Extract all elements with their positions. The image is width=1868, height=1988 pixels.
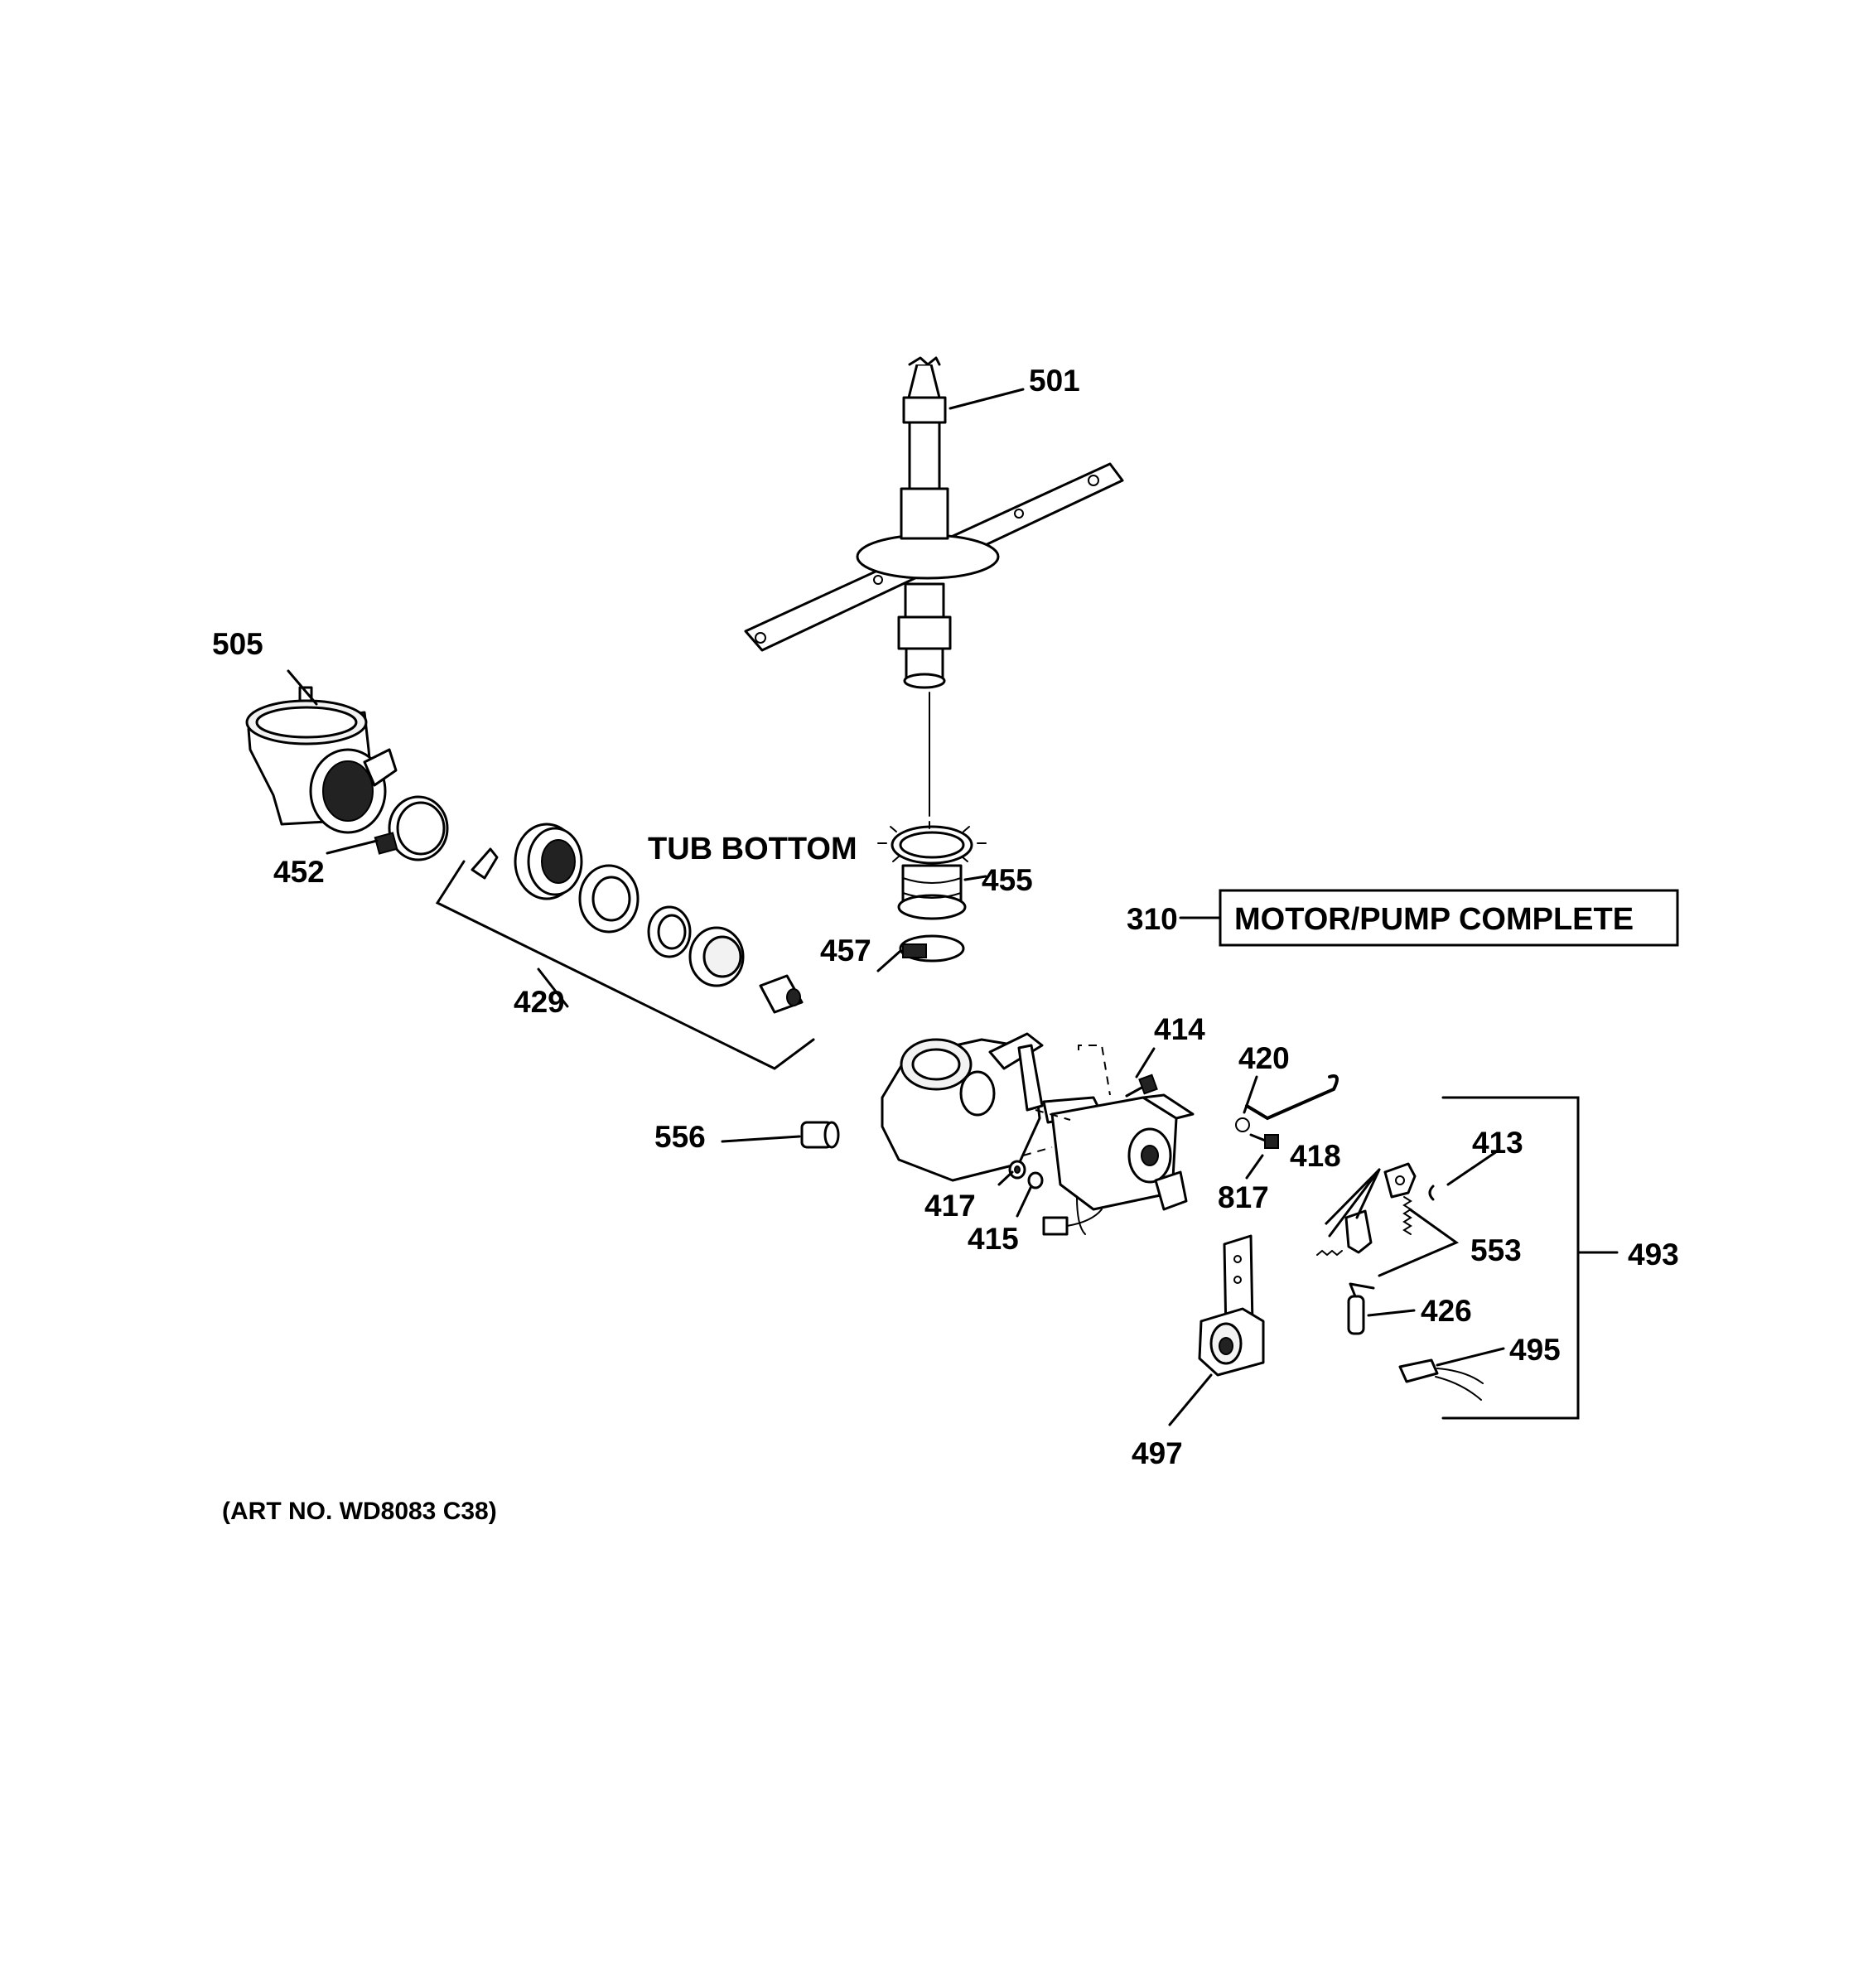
assembly-guides bbox=[1022, 1045, 1111, 1156]
part-415-nut[interactable] bbox=[1027, 1171, 1044, 1189]
callout-455: 455 bbox=[982, 863, 1033, 897]
callout-497: 497 bbox=[1132, 1436, 1183, 1470]
callout-418: 418 bbox=[1290, 1139, 1341, 1173]
callout-310: 310 bbox=[1127, 902, 1178, 936]
callout-414: 414 bbox=[1154, 1012, 1205, 1046]
callout-553: 553 bbox=[1470, 1233, 1522, 1267]
part-310-motor-pump-complete[interactable] bbox=[881, 1032, 1195, 1236]
part-429-filter-assembly[interactable] bbox=[471, 823, 804, 1014]
callout-429: 429 bbox=[514, 985, 565, 1019]
part-417-washer[interactable] bbox=[1008, 1160, 1026, 1180]
callout-420: 420 bbox=[1238, 1041, 1290, 1075]
callout-413: 413 bbox=[1472, 1126, 1523, 1160]
part-418-lever[interactable] bbox=[1344, 1162, 1417, 1254]
leader-lines bbox=[287, 388, 1619, 1426]
part-495-wire-harness[interactable] bbox=[1398, 1358, 1484, 1401]
callout-505: 505 bbox=[212, 627, 263, 661]
motor-pump-complete-box: MOTOR/PUMP COMPLETE bbox=[1219, 889, 1679, 947]
callout-457: 457 bbox=[820, 934, 871, 967]
callout-417: 417 bbox=[924, 1189, 976, 1223]
part-414-screw[interactable] bbox=[1125, 1074, 1158, 1098]
part-817-screw[interactable] bbox=[1249, 1133, 1279, 1149]
part-556-plug[interactable] bbox=[800, 1121, 840, 1149]
part-452-hose-clamp[interactable] bbox=[374, 795, 449, 861]
callout-labels: 501 505 452 429 455 457 556 414 420 417 … bbox=[212, 364, 1679, 1525]
part-501-spray-arm[interactable] bbox=[744, 356, 1124, 689]
part-413-clip[interactable] bbox=[1428, 1185, 1435, 1201]
callout-817: 817 bbox=[1218, 1180, 1269, 1214]
motor-pump-complete-label: MOTOR/PUMP COMPLETE bbox=[1234, 902, 1634, 937]
part-505-sump-housing[interactable] bbox=[245, 686, 398, 834]
callout-501: 501 bbox=[1029, 364, 1080, 398]
callout-556: 556 bbox=[654, 1120, 706, 1154]
tub-bottom-label: TUB BOTTOM bbox=[648, 832, 857, 866]
part-426-plunger[interactable] bbox=[1347, 1282, 1375, 1335]
part-553-springs[interactable] bbox=[1316, 1196, 1412, 1257]
tub-bottom-indicator bbox=[877, 821, 987, 862]
callout-415: 415 bbox=[968, 1222, 1019, 1256]
callout-452: 452 bbox=[273, 855, 325, 889]
callout-426: 426 bbox=[1421, 1294, 1472, 1328]
part-420-link-rod[interactable] bbox=[1235, 1074, 1339, 1132]
callout-495: 495 bbox=[1509, 1333, 1561, 1367]
art-number: (ART NO. WD8083 C38) bbox=[222, 1498, 497, 1525]
part-457-clamp[interactable] bbox=[899, 934, 965, 963]
part-455-boot-seal[interactable] bbox=[891, 825, 973, 920]
callout-493: 493 bbox=[1628, 1238, 1679, 1271]
part-497-solenoid[interactable] bbox=[1198, 1234, 1265, 1377]
